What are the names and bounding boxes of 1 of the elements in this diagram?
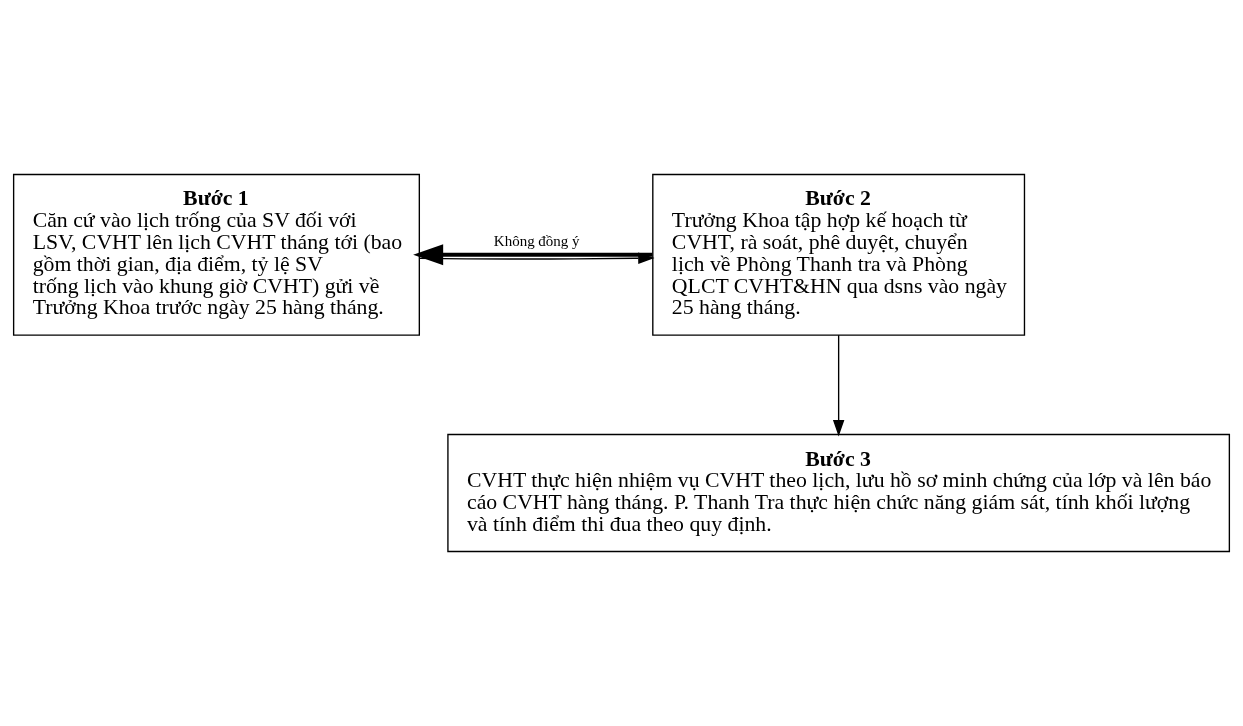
edge-label: Không đồng ý [493, 233, 580, 250]
